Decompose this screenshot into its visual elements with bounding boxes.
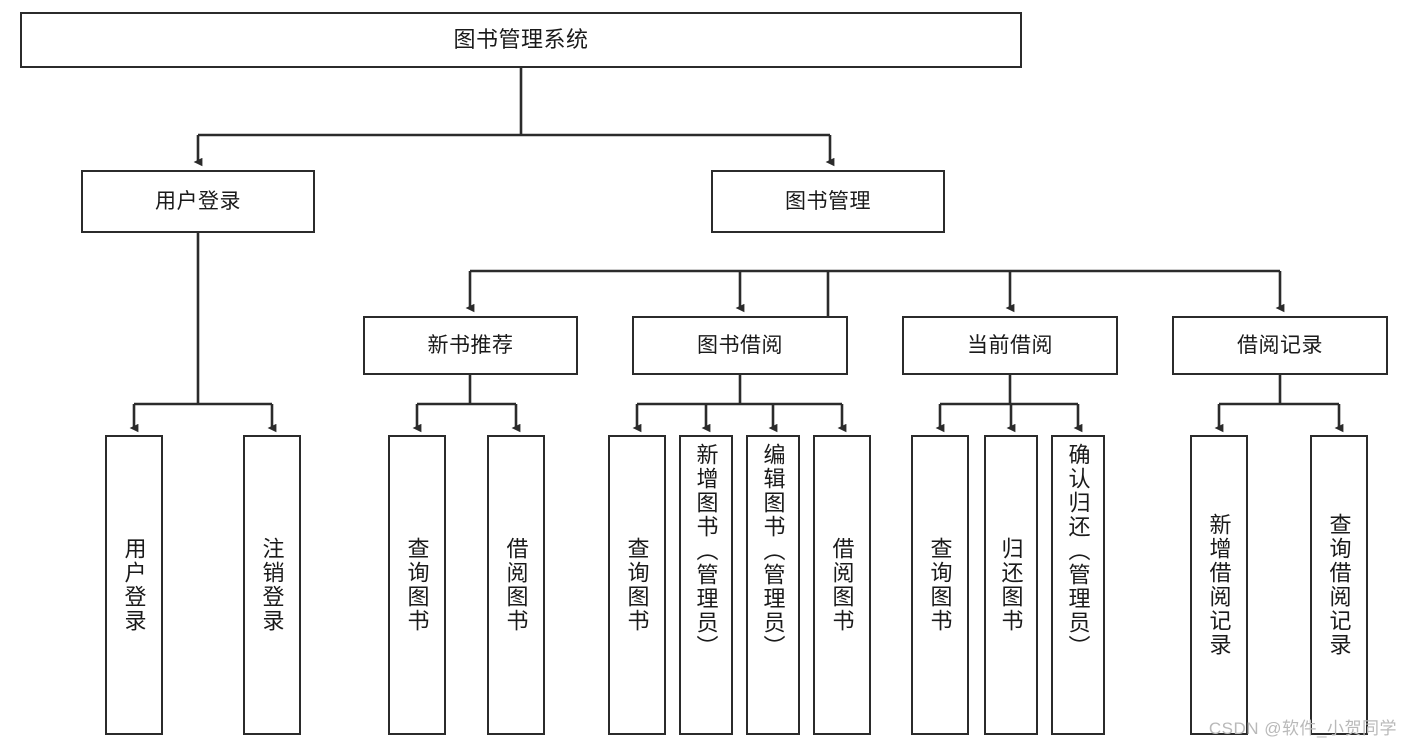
node-leaf-query-book-3-label: 查询图书	[927, 537, 953, 633]
node-user-login[interactable]: 用户登录	[81, 170, 315, 233]
node-new-book-recommend-label: 新书推荐	[427, 333, 514, 357]
node-current-borrow-label: 当前借阅	[967, 333, 1053, 357]
node-leaf-confirm-return[interactable]: 确认归还（管理员）	[1051, 435, 1105, 735]
node-leaf-borrow-book-1-label: 借阅图书	[503, 537, 529, 633]
node-leaf-confirm-return-label: 确认归还（管理员）	[1065, 443, 1091, 659]
node-leaf-edit-book-label: 编辑图书（管理员）	[760, 443, 786, 659]
node-new-book-recommend[interactable]: 新书推荐	[363, 316, 578, 375]
node-leaf-logout-login[interactable]: 注销登录	[243, 435, 301, 735]
node-leaf-user-login-label: 用户登录	[121, 537, 147, 633]
node-leaf-user-login[interactable]: 用户登录	[105, 435, 163, 735]
node-current-borrow[interactable]: 当前借阅	[902, 316, 1118, 375]
watermark: CSDN @软件_小贺同学	[1208, 719, 1397, 738]
node-leaf-add-record-label: 新增借阅记录	[1206, 513, 1232, 657]
node-borrow-record[interactable]: 借阅记录	[1172, 316, 1388, 375]
node-root[interactable]: 图书管理系统	[20, 12, 1022, 68]
node-leaf-logout-login-label: 注销登录	[259, 537, 285, 633]
node-leaf-return-book-label: 归还图书	[998, 537, 1024, 633]
node-leaf-borrow-book-2[interactable]: 借阅图书	[813, 435, 871, 735]
node-leaf-query-book-2[interactable]: 查询图书	[608, 435, 666, 735]
node-book-borrow[interactable]: 图书借阅	[632, 316, 848, 375]
node-borrow-record-label: 借阅记录	[1237, 333, 1323, 357]
node-leaf-borrow-book-2-label: 借阅图书	[829, 537, 855, 633]
node-leaf-query-record-label: 查询借阅记录	[1326, 513, 1352, 657]
node-leaf-add-book[interactable]: 新增图书（管理员）	[679, 435, 733, 735]
node-leaf-borrow-book-1[interactable]: 借阅图书	[487, 435, 545, 735]
node-leaf-return-book[interactable]: 归还图书	[984, 435, 1038, 735]
node-book-manage[interactable]: 图书管理	[711, 170, 945, 233]
node-leaf-query-book-1[interactable]: 查询图书	[388, 435, 446, 735]
node-leaf-add-book-label: 新增图书（管理员）	[693, 443, 719, 659]
node-leaf-add-record[interactable]: 新增借阅记录	[1190, 435, 1248, 735]
node-leaf-query-book-1-label: 查询图书	[404, 537, 430, 633]
node-user-login-label: 用户登录	[155, 189, 241, 213]
node-book-manage-label: 图书管理	[785, 189, 871, 213]
node-leaf-edit-book[interactable]: 编辑图书（管理员）	[746, 435, 800, 735]
node-leaf-query-book-3[interactable]: 查询图书	[911, 435, 969, 735]
node-root-label: 图书管理系统	[453, 26, 589, 52]
node-leaf-query-record[interactable]: 查询借阅记录	[1310, 435, 1368, 735]
node-leaf-query-book-2-label: 查询图书	[624, 537, 650, 633]
node-book-borrow-label: 图书借阅	[697, 333, 783, 357]
